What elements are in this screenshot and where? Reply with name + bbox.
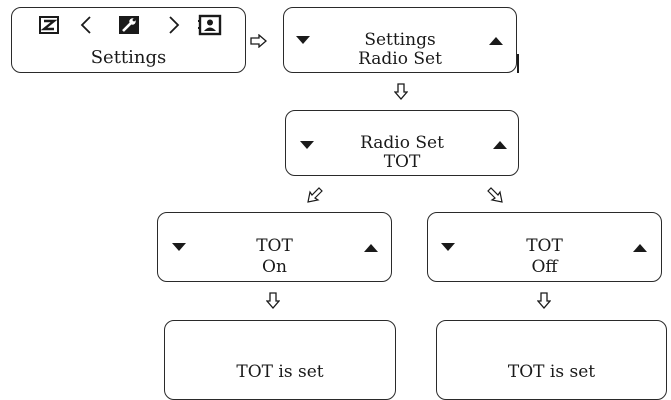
left-chevron-icon: [80, 16, 91, 34]
up-triangle-icon: [364, 244, 378, 252]
menu-icon-row: [12, 14, 245, 40]
hollow-arrow-icon: [537, 292, 551, 309]
down-triangle-icon: [296, 36, 310, 44]
screen-line-2: TOT: [383, 152, 421, 172]
down-triangle-icon: [300, 141, 314, 149]
screen-line-2: Off: [531, 257, 558, 277]
tot-set-result-screen: TOT is set: [436, 320, 667, 400]
hollow-arrow-icon: [394, 83, 408, 100]
screen-line-1: Settings: [364, 30, 436, 50]
menu-screen: Settings: [11, 7, 246, 73]
result-message: TOT is set: [507, 362, 596, 382]
menu-label: Settings: [90, 47, 167, 68]
tot-on-screen: TOT On: [157, 212, 392, 282]
up-triangle-icon: [489, 37, 503, 45]
radio-set-menu-screen: Radio Set TOT: [285, 110, 519, 176]
screen-line-1: TOT: [256, 236, 293, 256]
keypad-lock-icon: [39, 16, 59, 34]
up-triangle-icon: [633, 244, 647, 252]
down-triangle-icon: [172, 243, 186, 251]
screen-line-1: TOT: [526, 236, 563, 256]
result-message: TOT is set: [236, 362, 324, 382]
tot-off-screen: TOT Off: [427, 212, 662, 282]
contacts-card-icon: [198, 14, 222, 36]
down-triangle-icon: [441, 243, 455, 251]
hollow-arrow-icon: [307, 187, 323, 203]
tot-set-result-screen: TOT is set: [164, 320, 396, 400]
screen-line-2: Radio Set: [358, 49, 442, 69]
hollow-arrow-icon: [266, 292, 280, 309]
right-chevron-icon: [169, 16, 180, 34]
cursor-mark: [517, 54, 519, 73]
settings-menu-screen: Settings Radio Set: [283, 7, 517, 73]
hollow-arrow-icon: [250, 34, 267, 48]
flow-diagram: Settings Settings Radio Set Radio Set TO…: [11, 7, 667, 400]
screen-line-1: Radio Set: [360, 133, 444, 153]
hollow-arrow-icon: [487, 187, 503, 203]
screen-line-2: On: [262, 257, 287, 277]
settings-wrench-icon: [119, 16, 139, 34]
up-triangle-icon: [493, 141, 507, 149]
